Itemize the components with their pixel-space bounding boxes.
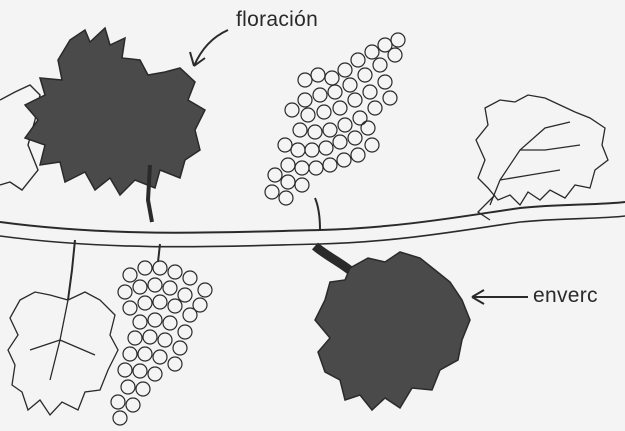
label-envero: enverc [533,284,598,308]
light-leaf-bottom-left [8,240,118,415]
grape-cluster-bottom [111,244,212,425]
dark-leaf-top [25,28,205,222]
grape-cluster-top [265,33,405,230]
curved-arrow-icon [194,30,228,66]
dark-leaf-bottom [315,246,470,410]
main-cane [0,202,625,233]
light-leaf-top-right [476,95,608,220]
label-floracion: floración [236,8,318,32]
